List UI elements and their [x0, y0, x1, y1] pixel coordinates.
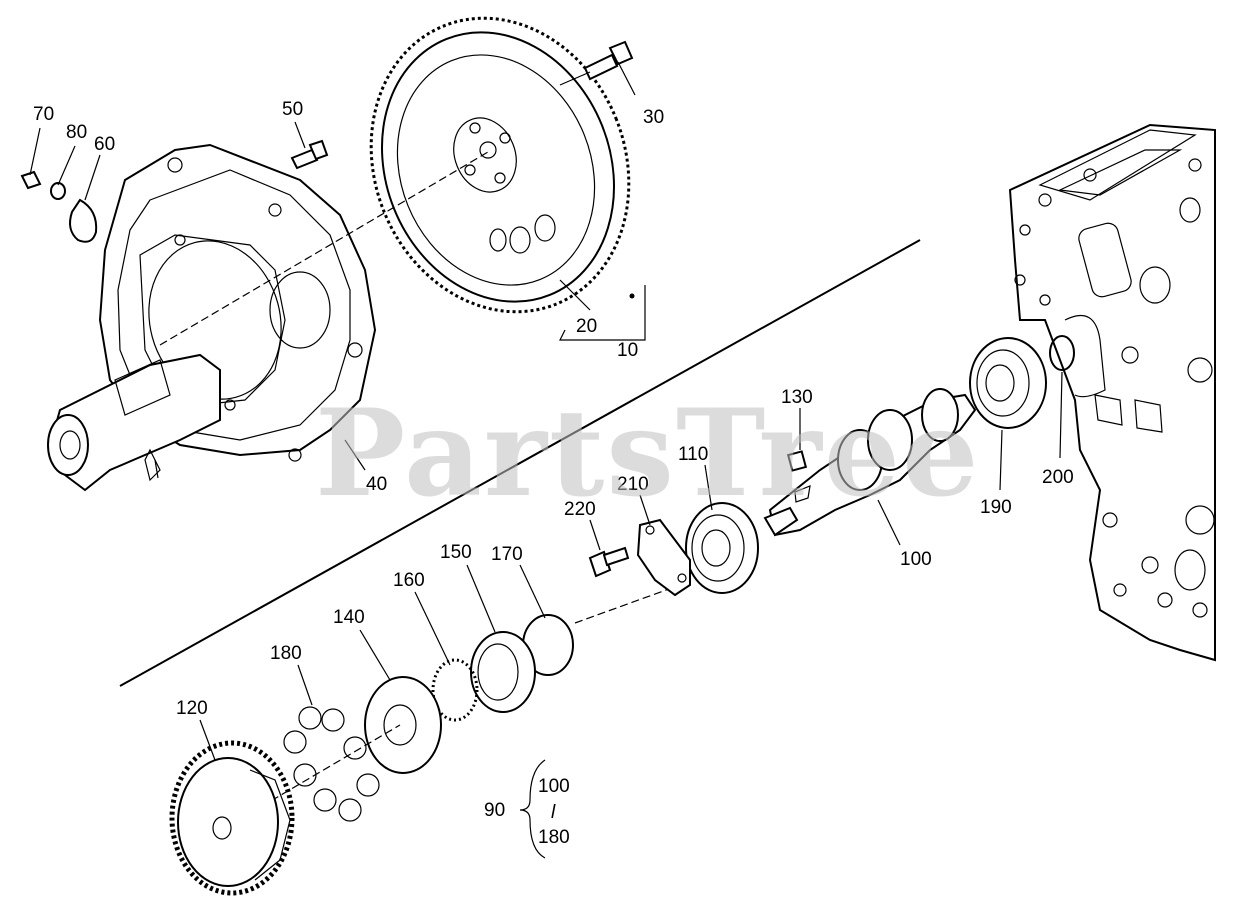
callout-160: 160	[393, 570, 425, 591]
callout-180: 180	[270, 643, 302, 664]
thrust-plate[interactable]	[636, 518, 691, 597]
callout-range-from: 100	[538, 776, 570, 797]
nut-washer-cap[interactable]	[20, 170, 98, 243]
flywheel-axis-line	[159, 151, 489, 346]
section-divider-line	[119, 239, 921, 687]
callout-130: 130	[781, 387, 813, 408]
woodruff-key[interactable]	[786, 450, 808, 472]
watermark-logo: PartsTree	[315, 383, 980, 524]
callout-20: 20	[576, 316, 597, 337]
callout-150: 150	[440, 542, 472, 563]
callout-30: 30	[643, 107, 664, 128]
callout-range-sep: l	[551, 802, 556, 823]
callout-90: 90	[484, 800, 505, 821]
bearing-race[interactable]	[470, 631, 536, 713]
callout-80: 80	[66, 122, 87, 143]
gear-axis-line	[229, 724, 401, 826]
flywheel[interactable]	[328, 0, 672, 351]
plate-bolt[interactable]	[588, 546, 630, 578]
callout-70: 70	[33, 104, 54, 125]
callout-range-to: 180	[538, 827, 570, 848]
camshaft-bearing-rear[interactable]	[969, 337, 1047, 429]
callout-210: 210	[617, 474, 649, 495]
callout-190: 190	[980, 497, 1012, 518]
callout-140: 140	[333, 607, 365, 628]
callout-170: 170	[491, 544, 523, 565]
camshaft[interactable]	[763, 388, 977, 537]
camshaft-bearing-front[interactable]	[685, 502, 759, 594]
leader-lines	[29, 61, 1063, 859]
callout-labels: 70 80 60 50 30 20 10 40 130 110 210 220 …	[33, 99, 1074, 848]
housing-bolt[interactable]	[290, 139, 329, 170]
starter-motor[interactable]	[47, 353, 221, 492]
callout-110: 110	[678, 444, 708, 465]
cam-gear[interactable]	[169, 740, 295, 896]
camshaft-axis-line	[574, 584, 681, 624]
circlip[interactable]	[1049, 335, 1075, 371]
flywheel-bolt[interactable]	[559, 40, 634, 86]
callout-40: 40	[366, 474, 387, 495]
callout-200: 200	[1042, 467, 1074, 488]
callout-100: 100	[900, 549, 932, 570]
callout-50: 50	[282, 99, 303, 120]
engine-block[interactable]	[1008, 123, 1216, 662]
steel-balls[interactable]	[283, 706, 380, 822]
callout-60: 60	[94, 134, 115, 155]
callout-220: 220	[564, 499, 596, 520]
thrust-washer[interactable]	[364, 676, 442, 774]
callout-10: 10	[617, 340, 638, 361]
callout-120: 120	[176, 698, 208, 719]
ball-retainer[interactable]	[431, 658, 479, 722]
